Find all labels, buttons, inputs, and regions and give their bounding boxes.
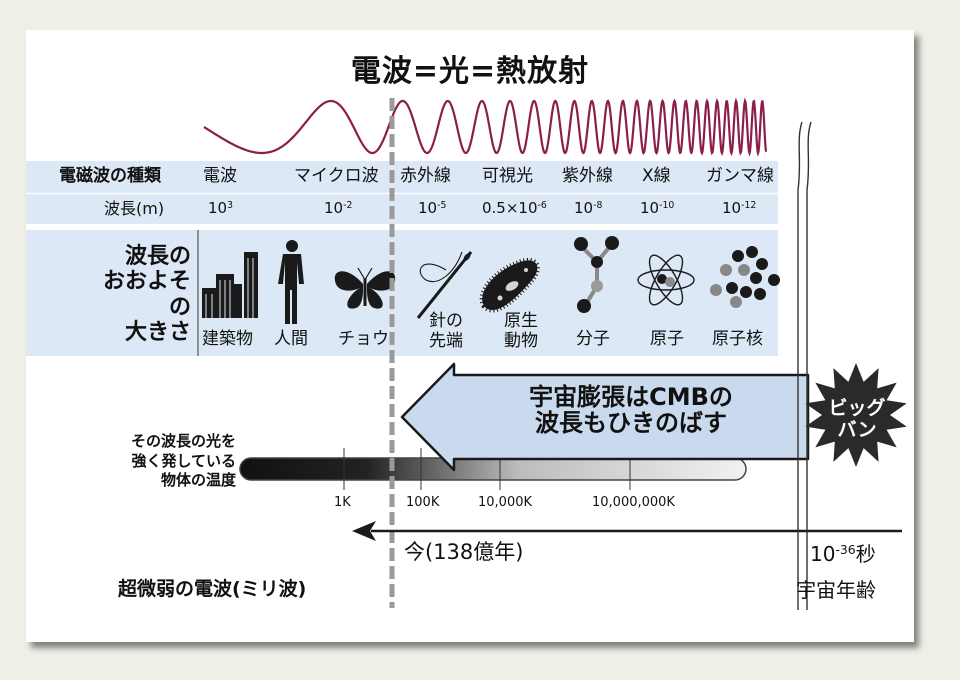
big-bang-starburst <box>805 363 907 467</box>
type-row-header: 電磁波の種類 <box>59 166 161 186</box>
type-microwave: マイクロ波 <box>294 166 379 186</box>
wl-gamma: 10-12 <box>722 199 757 217</box>
object-butterfly: チョウ <box>338 329 389 349</box>
atom-icon <box>637 254 695 306</box>
size-row-header: 波長の おおよその 大きさ <box>86 244 191 345</box>
object-nucleus: 原子核 <box>712 329 763 349</box>
temp-tick-100k: 100K <box>406 495 440 510</box>
type-radio: 電波 <box>203 166 237 186</box>
wl-microwave: 10-2 <box>324 199 353 217</box>
type-infrared: 赤外線 <box>400 166 451 186</box>
time-arrow <box>352 521 902 541</box>
size-row-header-text: 波長の おおよその 大きさ <box>102 244 191 345</box>
wavelength-row-band <box>26 194 778 224</box>
object-needle-tip: 針の 先端 <box>429 311 463 351</box>
protozoa-icon <box>479 258 540 313</box>
object-human: 人間 <box>274 329 308 349</box>
wl-radio: 103 <box>208 199 234 217</box>
wl-xray: 10-10 <box>640 199 675 217</box>
size-row-band <box>26 230 778 356</box>
expansion-arrow-label: 宇宙膨張はCMBの 波長もひきのばす <box>529 383 733 438</box>
temp-tick-10000000k: 10,000,000K <box>592 495 675 510</box>
needle-icon <box>416 251 473 319</box>
butterfly-icon <box>334 267 396 309</box>
diagram-title: 電波=光=熱放射 <box>350 54 590 89</box>
wl-visible: 0.5×10-6 <box>482 199 547 217</box>
object-atom: 原子 <box>650 329 684 349</box>
object-building: 建築物 <box>202 329 253 349</box>
temperature-gradient-bar <box>239 457 747 481</box>
molecule-icon <box>574 236 619 313</box>
temperature-label: その波長の光を 強く発している 物体の温度 <box>130 432 236 489</box>
big-bang-label: ビッグ バン <box>828 397 886 441</box>
type-ultraviolet: 紫外線 <box>562 166 613 186</box>
building-icon <box>202 252 258 318</box>
diagram-graphics <box>26 97 907 610</box>
wl-ultraviolet: 10-8 <box>574 199 603 217</box>
nucleus-icon <box>710 246 780 308</box>
type-row-band <box>26 161 778 193</box>
temp-tick-1k: 1K <box>334 495 351 510</box>
type-gamma: ガンマ線 <box>706 166 774 186</box>
wl-infrared: 10-5 <box>418 199 447 217</box>
object-protozoa: 原生 動物 <box>504 311 538 351</box>
millimeter-wave-label: 超微弱の電波(ミリ波) <box>118 578 307 600</box>
temp-tick-10000k: 10,000K <box>478 495 533 510</box>
person-icon <box>278 240 304 324</box>
type-visible: 可視光 <box>482 166 533 186</box>
object-molecule: 分子 <box>576 329 610 349</box>
universe-age-label: 宇宙年齢 <box>796 578 876 602</box>
em-wave <box>203 97 768 157</box>
wavelength-row-header: 波長(m) <box>104 199 165 218</box>
axis-break-lines <box>797 121 812 610</box>
type-xray: X線 <box>642 166 671 186</box>
universe-age-value: 10-36秒 <box>810 542 876 566</box>
diagram-card: 電波=光=熱放射 <box>26 30 914 642</box>
now-label: 今(138億年) <box>404 540 524 564</box>
expansion-arrow-shape <box>400 362 810 472</box>
